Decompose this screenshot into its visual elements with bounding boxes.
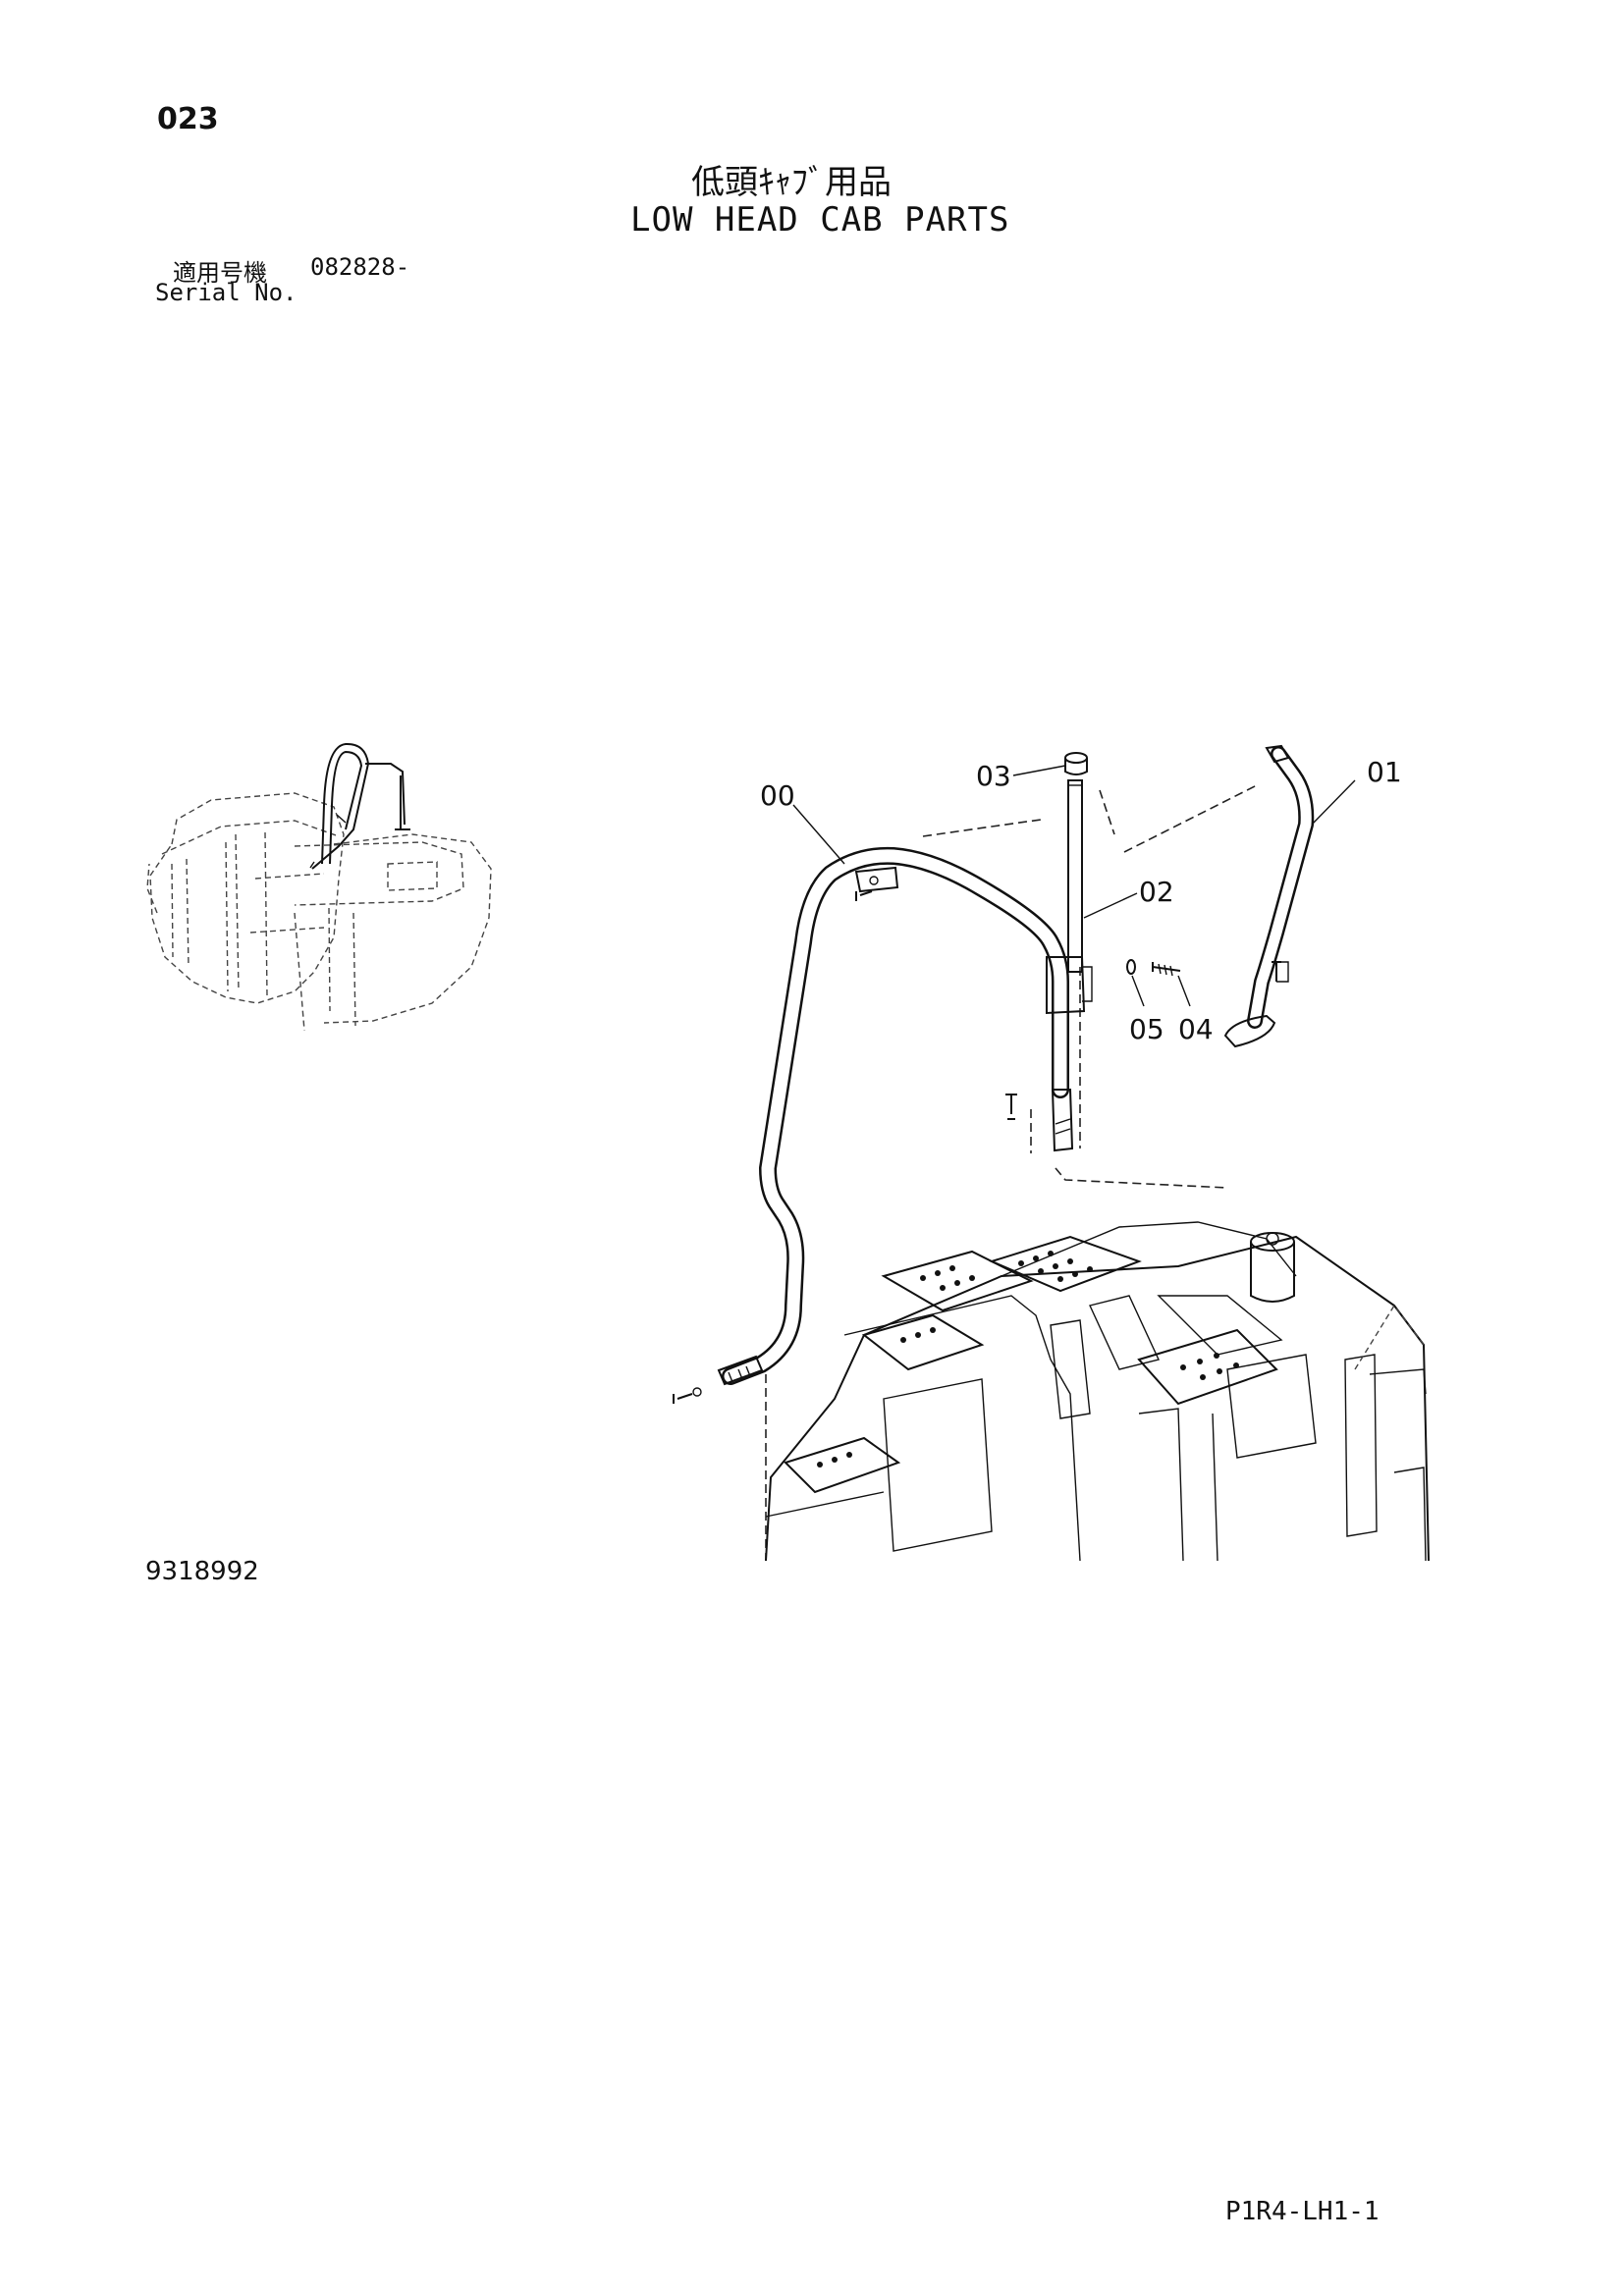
tread-dots xyxy=(817,1251,1239,1468)
document-code: P1R4-LH1-1 xyxy=(1225,2197,1380,2226)
callout-01: 01 xyxy=(1367,756,1402,788)
page-number: 023 xyxy=(157,102,219,136)
serial-label-en: Serial No. xyxy=(155,279,298,306)
page-title-jp: 低頭ｷｬﾌﾞ用品 xyxy=(691,163,892,202)
frame-cylinder xyxy=(1250,1232,1295,1303)
part-01-handle xyxy=(1223,744,1315,1048)
part-05-washer xyxy=(1126,959,1136,975)
callout-04: 04 xyxy=(1178,1013,1214,1045)
part-02-pin xyxy=(1067,779,1083,973)
tread-plates xyxy=(784,1235,1278,1494)
callout-03: 03 xyxy=(976,760,1011,792)
figure-number: 9318992 xyxy=(145,1557,259,1586)
callout-00: 00 xyxy=(760,779,795,812)
cab-base-frame xyxy=(765,1221,1430,1562)
mounting-bolts xyxy=(673,890,1281,1404)
callout-05: 05 xyxy=(1129,1013,1164,1045)
callout-02: 02 xyxy=(1139,876,1174,908)
part-00-grab-rail xyxy=(717,846,1093,1386)
part-04-bolt xyxy=(1152,962,1181,977)
serial-number: 082828- xyxy=(310,253,410,281)
leader-lines xyxy=(792,765,1356,1007)
alignment-lines xyxy=(765,784,1258,1561)
part-03-cap xyxy=(1064,752,1088,775)
serial-label-jp: 適用号機 xyxy=(173,259,267,287)
page-title-en: LOW HEAD CAB PARTS xyxy=(630,200,1010,240)
overview-thumbnail xyxy=(146,742,492,1032)
